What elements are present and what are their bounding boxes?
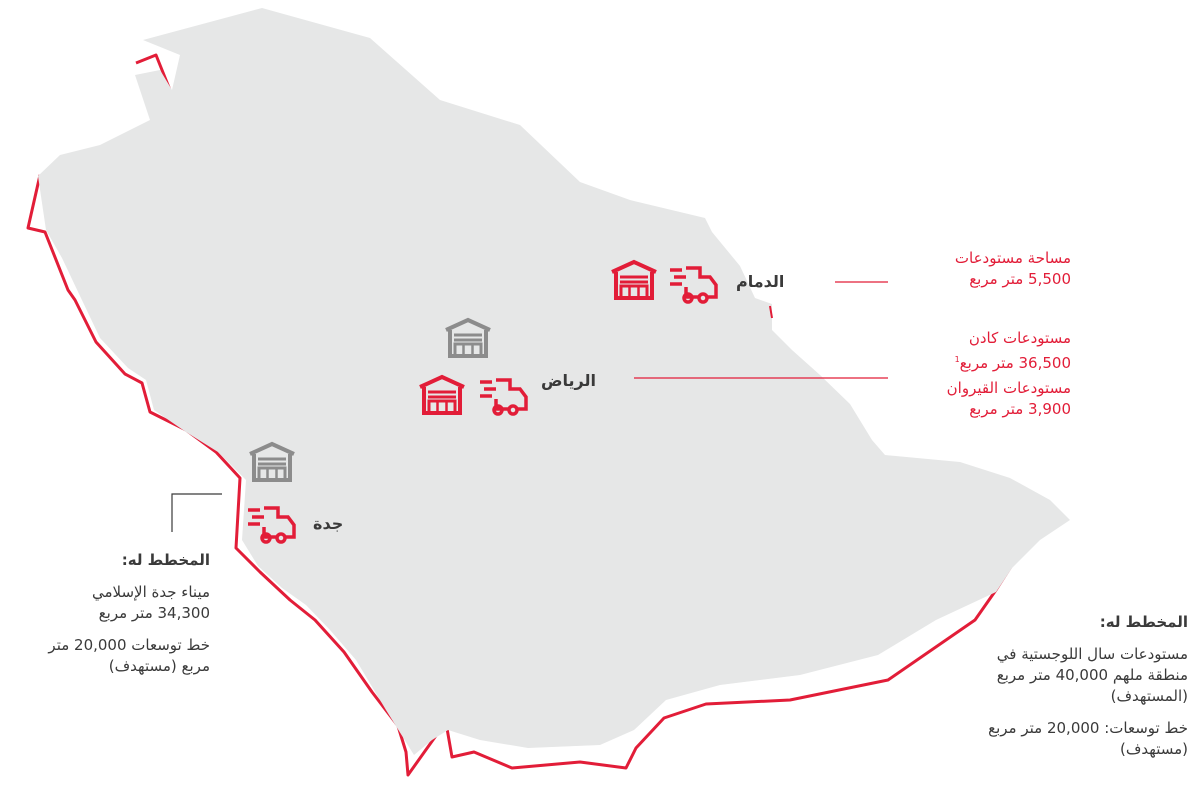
dammam-info: مساحة مستودعات 5,500 متر مربع [955, 248, 1071, 290]
jeddah-leader-line [171, 493, 222, 532]
jeddah-planned-info: المخطط له: ميناء جدة الإسلامي 34,300 متر… [48, 550, 210, 677]
dammam-info-line2: 5,500 متر مربع [969, 270, 1071, 288]
qairawan-area: 3,900 متر مربع [969, 400, 1071, 418]
east-planned-line3: (المستهدف) [1110, 687, 1188, 705]
qairawan-name: مستودعات القيروان [946, 379, 1071, 397]
kadan-name: مستودعات كادن [968, 329, 1071, 347]
dammam-info-line1: مساحة مستودعات [954, 249, 1071, 267]
east-planned-heading: المخطط له: [1099, 613, 1188, 631]
jeddah-planned-line1: ميناء جدة الإسلامي [91, 583, 210, 601]
jeddah-planned-line2: 34,300 متر مربع [98, 604, 210, 622]
jeddah-planned-heading: المخطط له: [121, 551, 210, 569]
riyadh-info: مستودعات كادن 36,500 متر مربع1 مستودعات … [947, 328, 1071, 420]
land-mass [38, 8, 1070, 755]
jeddah-planned-line3: خط توسعات 20,000 متر [48, 636, 210, 654]
kadan-area-line: 36,500 متر مربع1 [947, 349, 1071, 374]
east-planned-line1: مستودعات سال اللوجستية في [996, 645, 1188, 663]
city-label-jeddah: جدة [313, 514, 344, 533]
jeddah-planned-line4: مربع (مستهدف) [108, 657, 210, 675]
east-planned-line5: (مستهدف) [1120, 740, 1188, 758]
city-label-dammam: الدمام [736, 272, 785, 291]
east-planned-line2: منطقة ملهم 40,000 متر مربع [996, 666, 1188, 684]
east-planned-line4: خط توسعات: 20,000 متر مربع [988, 719, 1188, 737]
kadan-area: 36,500 متر مربع [959, 354, 1071, 372]
east-planned-info: المخطط له: مستودعات سال اللوجستية في منط… [988, 612, 1188, 760]
city-label-riyadh: الرياض [541, 371, 596, 390]
kadan-footnote: 1 [954, 355, 960, 364]
